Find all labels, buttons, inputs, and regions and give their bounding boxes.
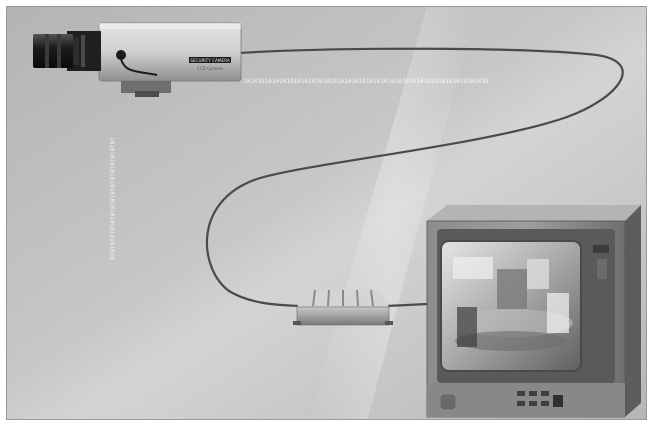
- camera-brand-text: SECURITY CAMERA: [190, 58, 230, 63]
- binary-stream-horizontal: 1010101010101010101010101010101010101010…: [243, 78, 489, 85]
- image-frame: 1010101010101010101010101010101010101010…: [6, 6, 647, 420]
- crt-monitor: [427, 205, 641, 417]
- video-converter-box: [293, 289, 393, 325]
- surveillance-scene: 1010101010101010101010101010101010101010…: [7, 7, 647, 420]
- camera-model-text: CCD Camera: [197, 66, 223, 71]
- binary-stream-vertical: 1010101010101010101010101010101010: [108, 137, 115, 260]
